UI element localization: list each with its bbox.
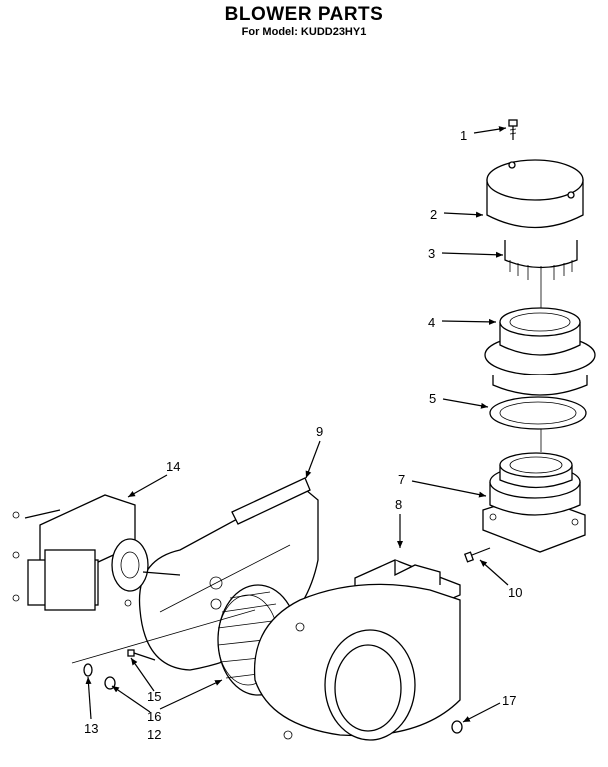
callout-1: 1 [460,128,467,143]
callout-8: 8 [395,497,402,512]
callout-13: 13 [84,721,98,736]
callout-10: 10 [508,585,522,600]
blower-cap-part-2 [486,159,584,229]
callout-3: 3 [428,246,435,261]
callout-15: 15 [147,689,161,704]
callout-14: 14 [166,459,180,474]
callout-2: 2 [430,207,437,222]
fasteners-parts-12-13-15-17 [83,649,463,734]
callout-5: 5 [429,391,436,406]
callout-9: 9 [316,424,323,439]
housing-ring-part-4 [484,307,596,396]
blower-base-part-7 [482,452,586,553]
gasket-part-5 [489,396,587,452]
leader-lines [71,126,509,723]
screw-part-1 [508,119,518,140]
blower-scroll-housing [253,583,461,741]
impeller-part-3 [504,240,578,308]
callout-17: 17 [502,693,516,708]
model-subtitle: For Model: KUDD23HY1 [241,26,367,38]
screw-part-10 [463,547,491,563]
callout-12: 12 [147,727,161,742]
callout-4: 4 [428,315,435,330]
callout-16: 16 [147,709,161,724]
diagram-title: BLOWER PARTS [224,4,384,25]
motor-part-14 [12,494,181,611]
callout-7: 7 [398,472,405,487]
